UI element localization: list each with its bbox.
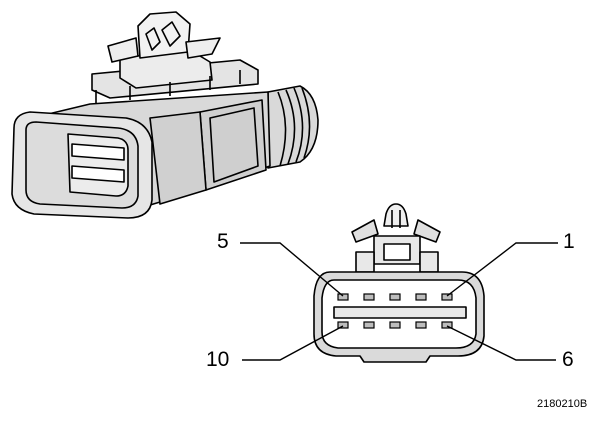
pin-label-6: 6 xyxy=(562,348,574,371)
pin-cavity-9 xyxy=(363,321,375,329)
connector-rear-seal xyxy=(267,85,319,169)
pin-cavity-10 xyxy=(337,321,349,329)
pin-cavity-8 xyxy=(389,321,401,329)
pin-label-1: 1 xyxy=(563,230,575,253)
pinout-latch xyxy=(351,203,441,273)
connector-top-latch xyxy=(91,11,259,104)
pin-cavity-7 xyxy=(415,321,427,329)
leader-line-1 xyxy=(446,242,558,297)
pin-cavity-6 xyxy=(441,321,453,329)
leader-lines xyxy=(240,242,558,361)
pinout-view xyxy=(313,203,485,363)
connector-isometric-view xyxy=(11,11,319,219)
pin-cavities xyxy=(337,293,453,329)
pin-label-5: 5 xyxy=(217,230,229,253)
pin-cavity-2 xyxy=(415,293,427,301)
leader-line-10 xyxy=(242,325,344,361)
pin-cavity-1 xyxy=(441,293,453,301)
leader-line-6 xyxy=(446,325,556,361)
pin-cavity-3 xyxy=(389,293,401,301)
leader-line-5 xyxy=(240,242,344,297)
figure-code: 2180210B xyxy=(537,398,588,410)
pin-label-10: 10 xyxy=(206,348,230,371)
pin-cavity-5 xyxy=(337,293,349,301)
pinout-center-rib xyxy=(333,306,467,319)
pin-cavity-4 xyxy=(363,293,375,301)
connector-front-face xyxy=(11,111,153,219)
